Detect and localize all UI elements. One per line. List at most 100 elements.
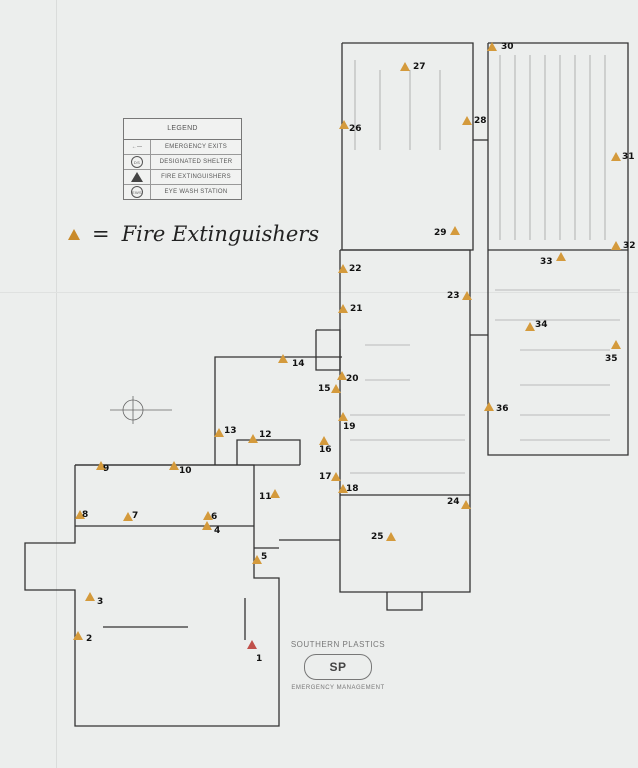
extinguisher-number: 32 — [623, 241, 636, 251]
logo-subtitle: EMERGENCY MANAGEMENT — [291, 685, 385, 691]
key-text: Fire Extinguishers — [121, 222, 320, 246]
fire-extinguisher-icon — [339, 120, 349, 129]
fire-extinguisher-icon — [331, 384, 341, 393]
extinguisher-number: 28 — [474, 116, 487, 126]
extinguisher-number: 1 — [256, 654, 263, 664]
extinguisher-number: 5 — [261, 552, 268, 562]
fire-extinguisher-icon — [331, 472, 341, 481]
extinguisher-number: 19 — [343, 422, 356, 432]
legend-label: FIRE EXTINGUISHERS — [161, 174, 231, 180]
fire-extinguisher-icon — [386, 532, 396, 541]
extinguisher-number: 6 — [211, 512, 218, 522]
paper-fold-horizontal — [0, 292, 638, 293]
fire-extinguisher-icon — [487, 42, 497, 51]
extinguisher-number: 35 — [605, 354, 618, 364]
wall-southwest-building — [24, 464, 280, 727]
fire-extinguisher-icon — [270, 489, 280, 498]
extinguisher-number: 25 — [371, 532, 384, 542]
fire-extinguisher-icon — [525, 322, 535, 331]
extinguisher-number: 22 — [349, 264, 362, 274]
legend-row-exits: ←— EMERGENCY EXITS — [124, 140, 241, 155]
extinguisher-key: = Fire Extinguishers — [68, 222, 319, 246]
extinguisher-number: 24 — [447, 497, 460, 507]
logo-company: SOUTHERN PLASTICS — [290, 640, 386, 649]
fire-extinguisher-icon — [556, 252, 566, 261]
shelter-symbol: DS — [131, 156, 143, 168]
compass-icon — [110, 396, 172, 424]
fire-extinguisher-icon — [484, 402, 494, 411]
fire-extinguisher-icon — [338, 304, 348, 313]
logo-mark: SP — [304, 654, 372, 680]
extinguisher-number: 15 — [318, 384, 331, 394]
fire-extinguisher-icon — [96, 461, 106, 470]
extinguisher-number: 13 — [224, 426, 237, 436]
extinguisher-number: 17 — [319, 472, 332, 482]
fire-extinguisher-icon — [338, 412, 348, 421]
wall-central-building — [339, 249, 471, 593]
fire-extinguisher-icon — [169, 461, 179, 470]
extinguisher-number: 4 — [214, 526, 221, 536]
extinguisher-number: 18 — [346, 484, 359, 494]
fire-extinguisher-icon — [75, 510, 85, 519]
eyewash-icon: EWS — [124, 185, 151, 199]
wall-east-warehouse — [487, 42, 629, 456]
extinguisher-number: 9 — [103, 464, 110, 474]
extinguisher-number: 3 — [97, 597, 104, 607]
fire-extinguisher-icon — [400, 62, 410, 71]
shelter-icon: DS — [124, 155, 151, 169]
paper-fold-vertical — [56, 0, 57, 768]
fire-extinguisher-icon — [203, 511, 213, 520]
fire-extinguisher-icon — [611, 241, 621, 250]
fire-extinguisher-icon — [252, 555, 262, 564]
legend-row-eyewash: EWS EYE WASH STATION — [124, 185, 241, 199]
extinguisher-number: 14 — [292, 359, 305, 369]
arrow-left-icon: ←— — [124, 140, 151, 154]
legend-label: EMERGENCY EXITS — [164, 144, 228, 150]
fire-extinguisher-icon — [337, 371, 347, 380]
fire-extinguisher-icon — [462, 116, 472, 125]
extinguisher-number: 30 — [501, 42, 514, 52]
extinguisher-number: 27 — [413, 62, 426, 72]
fire-extinguisher-icon — [278, 354, 288, 363]
fire-extinguisher-icon — [450, 226, 460, 235]
fire-extinguisher-icon — [85, 592, 95, 601]
rack-rows — [350, 55, 620, 474]
fire-extinguisher-icon — [319, 436, 329, 445]
fire-extinguisher-icon — [248, 434, 258, 443]
extinguisher-number: 20 — [346, 374, 359, 384]
company-logo: SOUTHERN PLASTICS SP EMERGENCY MANAGEMEN… — [283, 640, 393, 691]
key-equals: = — [92, 222, 110, 246]
extinguisher-number: 2 — [86, 634, 93, 644]
extinguisher-number: 21 — [350, 304, 363, 314]
extinguisher-number: 11 — [259, 492, 272, 502]
fire-extinguisher-icon — [73, 631, 83, 640]
extinguisher-number: 26 — [349, 124, 362, 134]
extinguisher-number: 36 — [496, 404, 509, 414]
fire-extinguisher-icon — [611, 340, 621, 349]
fire-extinguisher-icon — [462, 291, 472, 300]
fire-extinguisher-icon — [247, 640, 257, 649]
fire-extinguisher-icon — [338, 484, 348, 493]
legend-label: EYE WASH STATION — [164, 189, 228, 195]
fire-extinguisher-icon — [123, 512, 133, 521]
legend: LEGEND ←— EMERGENCY EXITS DS DESIGNATED … — [123, 118, 242, 200]
triangle-icon — [124, 170, 151, 184]
extinguisher-number: 10 — [179, 466, 192, 476]
eyewash-symbol: EWS — [131, 186, 143, 198]
extinguisher-number: 33 — [540, 257, 553, 267]
extinguisher-number: 16 — [319, 445, 332, 455]
extinguisher-number: 34 — [535, 320, 548, 330]
fire-extinguisher-icon — [214, 428, 224, 437]
fire-extinguisher-icon — [202, 521, 212, 530]
fire-extinguisher-icon — [611, 152, 621, 161]
extinguisher-number: 29 — [434, 228, 447, 238]
fire-extinguisher-icon — [461, 500, 471, 509]
wall-top-warehouse — [341, 42, 474, 251]
extinguisher-number: 31 — [622, 152, 635, 162]
extinguisher-number: 12 — [259, 430, 272, 440]
fire-extinguisher-icon — [338, 264, 348, 273]
extinguisher-triangle-icon — [68, 228, 80, 240]
legend-row-extinguishers: FIRE EXTINGUISHERS — [124, 170, 241, 185]
legend-title: LEGEND — [124, 119, 241, 140]
